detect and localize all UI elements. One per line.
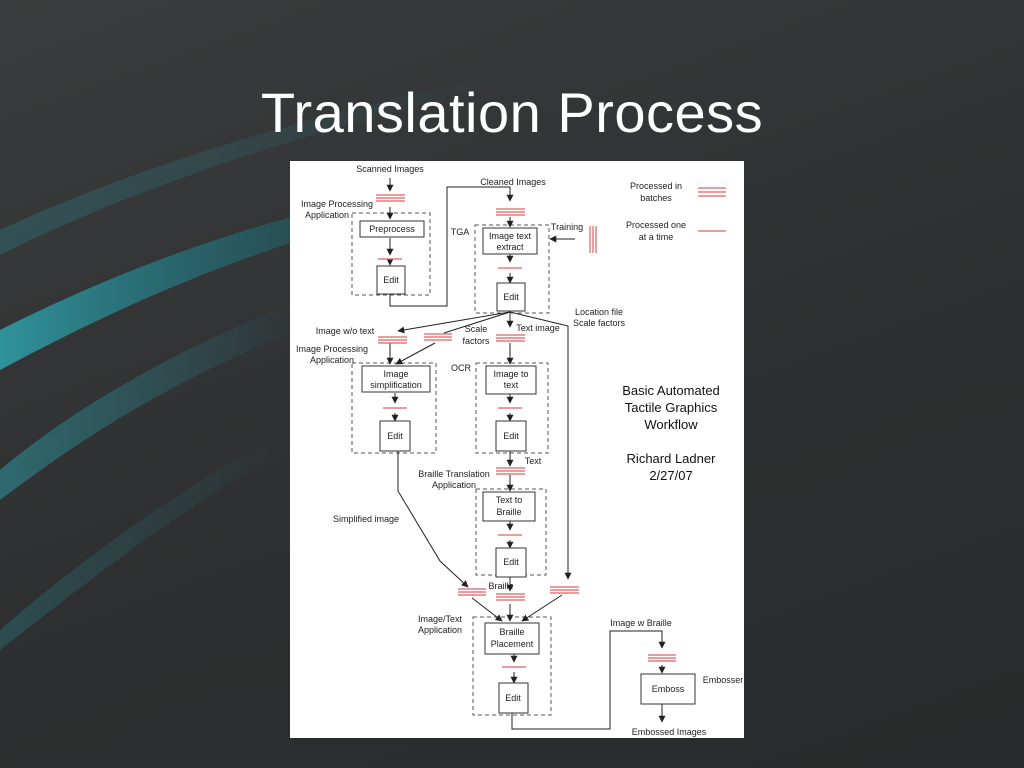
batch-marker (496, 593, 525, 601)
label-image-processing-app: Application (310, 355, 354, 365)
caption-workflow: Basic Automated (622, 383, 720, 398)
svg-text:Image text: Image text (489, 231, 532, 241)
svg-text:Text to: Text to (496, 495, 523, 505)
label-image-w-braille: Image w Braille (610, 618, 672, 628)
svg-text:Edit: Edit (505, 693, 521, 703)
label-image-processing-app: Image Processing (301, 199, 373, 209)
legend-one-at-a-time-label: at a time (639, 232, 674, 242)
batch-marker (424, 333, 452, 341)
label-braille: Braille (488, 581, 513, 591)
label-image-text-app: Application (418, 625, 462, 635)
batch-marker (550, 586, 579, 594)
label-text: Text (525, 456, 542, 466)
edit-box: Edit (495, 547, 527, 578)
text-to-braille-box: Text to Braille (482, 491, 536, 522)
label-image-processing-app: Image Processing (296, 344, 368, 354)
label-braille-translation-app: Application (432, 480, 476, 490)
batch-marker (496, 208, 525, 216)
batch-marker (496, 467, 525, 475)
label-image-text-app: Image/Text (418, 614, 463, 624)
workflow-diagram: Preprocess Edit Image text extract Edit … (290, 161, 744, 738)
svg-text:Edit: Edit (503, 431, 519, 441)
label-scanned-images: Scanned Images (356, 164, 424, 174)
label-cleaned-images: Cleaned Images (480, 177, 546, 187)
legend-batches-label: Processed in (630, 181, 682, 191)
batch-marker (376, 194, 405, 202)
svg-text:simplification: simplification (370, 380, 422, 390)
legend-batches-label: batches (640, 193, 672, 203)
svg-text:extract: extract (496, 242, 524, 252)
label-location-file: Location file (575, 307, 623, 317)
label-simplified-image: Simplified image (333, 514, 399, 524)
svg-text:Braille: Braille (496, 507, 521, 517)
svg-text:Image: Image (383, 369, 408, 379)
edit-box: Edit (376, 265, 406, 295)
svg-text:Emboss: Emboss (652, 684, 685, 694)
caption-date: 2/27/07 (649, 468, 692, 483)
legend-one-at-a-time-label: Processed one (626, 220, 686, 230)
label-location-file: Scale factors (573, 318, 626, 328)
edit-box: Edit (496, 282, 526, 312)
svg-text:Braille: Braille (499, 627, 524, 637)
label-scale-factors: Scale (465, 324, 488, 334)
batch-marker-vertical (589, 226, 597, 253)
label-training: Training (551, 222, 583, 232)
edit-box: Edit (498, 682, 529, 714)
group-simplification (351, 362, 437, 454)
label-embosser: Embosser (703, 675, 744, 685)
legend-batch-marker (698, 187, 726, 197)
image-to-text-box: Image to text (485, 365, 537, 395)
batch-marker (378, 336, 407, 344)
braille-placement-box: Braille Placement (484, 622, 540, 655)
edit-box: Edit (495, 420, 527, 452)
svg-text:text: text (504, 380, 519, 390)
caption-author: Richard Ladner (627, 451, 717, 466)
edit-box: Edit (379, 420, 411, 452)
image-text-extract-box: Image text extract (482, 227, 538, 255)
image-simplification-box: Image simplification (361, 365, 431, 393)
preprocess-box: Preprocess (359, 220, 425, 238)
svg-text:Edit: Edit (383, 275, 399, 285)
label-tga: TGA (451, 227, 470, 237)
label-image-wo-text: Image w/o text (316, 326, 375, 336)
batch-marker (648, 654, 676, 662)
label-embossed-images: Embossed Images (632, 727, 707, 737)
svg-text:Edit: Edit (503, 557, 519, 567)
label-text-image: Text image (516, 323, 560, 333)
svg-text:Preprocess: Preprocess (369, 224, 415, 234)
svg-text:Edit: Edit (387, 431, 403, 441)
caption-workflow: Workflow (644, 417, 698, 432)
label-image-processing-app: Application (305, 210, 349, 220)
caption-workflow: Tactile Graphics (625, 400, 718, 415)
svg-text:Placement: Placement (491, 639, 534, 649)
slide-title: Translation Process (260, 81, 764, 144)
batch-marker (496, 334, 525, 342)
workflow-diagram-svg: Preprocess Edit Image text extract Edit … (296, 164, 744, 737)
label-ocr: OCR (451, 363, 472, 373)
batch-marker (458, 588, 486, 596)
label-braille-translation-app: Braille Translation (418, 469, 490, 479)
svg-text:Edit: Edit (503, 292, 519, 302)
svg-text:Image to: Image to (493, 369, 528, 379)
label-scale-factors: factors (462, 336, 490, 346)
emboss-box: Emboss (640, 673, 696, 705)
